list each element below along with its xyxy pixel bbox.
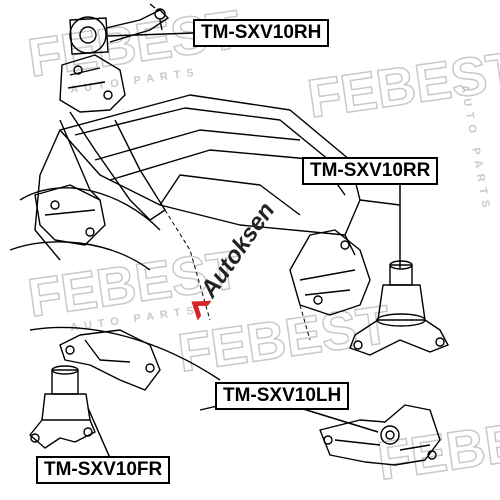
left-bracket <box>34 184 106 246</box>
rh-mount-part <box>69 3 170 55</box>
fr-leader-line <box>87 407 111 459</box>
label-tm-sxv10lh: TM-SXV10LH <box>215 382 350 410</box>
overlay-red-chevron <box>191 300 212 321</box>
watermark-brand-lower: FEBEST <box>174 295 393 384</box>
watermark-layer: FEBEST FEBEST FEBEST FEBEST FEBEST <box>24 0 500 492</box>
fr-mount-part <box>29 365 96 449</box>
label-tm-sxv10fr: TM-SXV10FR <box>36 456 171 484</box>
fr-bracket <box>59 329 161 391</box>
dashed-guides <box>164 209 311 341</box>
label-tm-sxv10rr: TM-SXV10RR <box>302 157 439 185</box>
rh-leader-line <box>107 32 194 37</box>
lh-mount-part <box>319 404 441 466</box>
rr-bracket <box>289 229 371 316</box>
lh-leader-line <box>299 407 379 433</box>
label-tm-sxv10rh: TM-SXV10RH <box>193 19 330 47</box>
rr-mount-part <box>349 260 449 356</box>
rh-bracket <box>59 54 166 221</box>
